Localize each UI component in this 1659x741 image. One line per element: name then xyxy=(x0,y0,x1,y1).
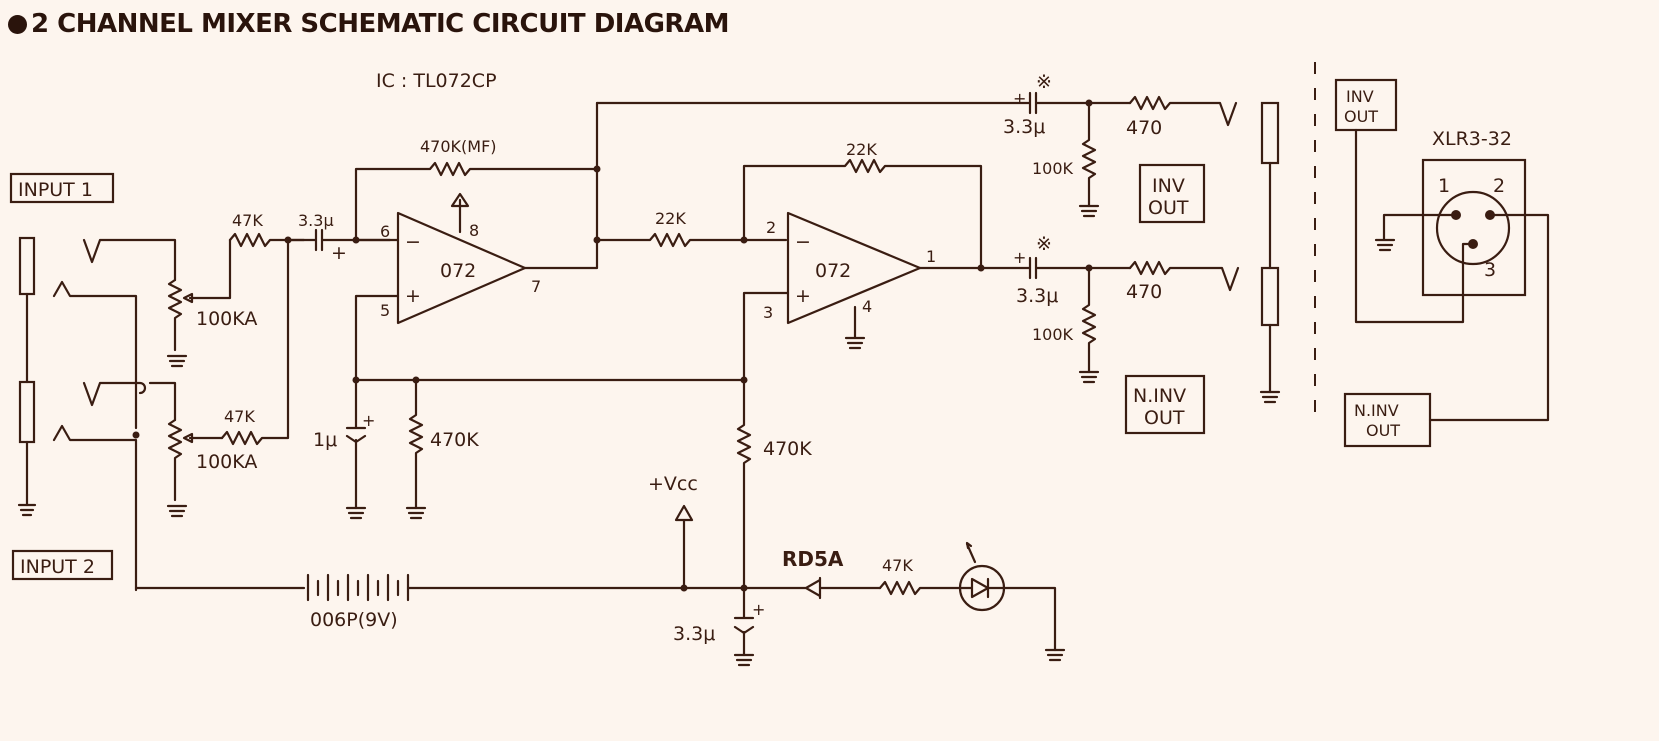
svg-text:OUT: OUT xyxy=(1344,107,1378,126)
capacitor-in: 3.3μ + xyxy=(286,211,392,264)
svg-text:+: + xyxy=(1013,89,1026,108)
svg-text:※: ※ xyxy=(1036,233,1052,255)
svg-text:22K: 22K xyxy=(655,209,686,228)
led xyxy=(958,541,1066,662)
opamp-u2: 072 − + 2 3 1 4 xyxy=(742,211,1032,382)
battery-9v: 006P(9V) xyxy=(134,573,746,631)
resistor-mid: 22K xyxy=(595,209,788,248)
svg-text:+: + xyxy=(1013,248,1026,267)
conn-ninv-out-label: N.INV OUT xyxy=(1343,392,1432,448)
zener-diode: RD5A xyxy=(742,547,882,600)
page-title: 2 CHANNEL MIXER SCHEMATIC CIRCUIT DIAGRA… xyxy=(31,9,729,39)
resistor-bias-1: 470K xyxy=(405,378,479,520)
svg-text:N.INV: N.INV xyxy=(1133,385,1186,407)
svg-text:INV: INV xyxy=(1152,175,1185,197)
svg-text:072: 072 xyxy=(815,260,851,282)
svg-text:100K: 100K xyxy=(1032,325,1074,344)
resistor-feedback-2: 22K xyxy=(742,140,983,270)
svg-text:+: + xyxy=(405,285,421,307)
svg-text:470: 470 xyxy=(1126,281,1162,303)
resistor-feedback-1: 470K(MF) xyxy=(354,137,599,242)
svg-text:INPUT 2: INPUT 2 xyxy=(20,556,95,578)
capacitor-supply: 3.3μ + xyxy=(673,586,765,667)
svg-text:006P(9V): 006P(9V) xyxy=(310,609,398,631)
xlr-label: XLR3-32 xyxy=(1432,128,1512,150)
svg-text:+: + xyxy=(362,411,375,430)
title-row: 2 CHANNEL MIXER SCHEMATIC CIRCUIT DIAGRA… xyxy=(8,4,729,44)
svg-text:470K: 470K xyxy=(430,429,479,451)
output-inv-path: + ※ 3.3μ 470 100K xyxy=(595,71,1238,218)
vcc-terminal: +Vcc xyxy=(648,473,698,590)
svg-text:−: − xyxy=(795,231,811,253)
svg-text:100KA: 100KA xyxy=(196,308,257,330)
svg-text:22K: 22K xyxy=(846,140,877,159)
ic-note: IC : TL072CP xyxy=(376,70,497,92)
svg-text:100K: 100K xyxy=(1032,159,1074,178)
svg-text:OUT: OUT xyxy=(1144,407,1185,429)
svg-text:072: 072 xyxy=(440,260,476,282)
input-1-label: INPUT 1 xyxy=(9,172,115,204)
svg-text:1: 1 xyxy=(1438,175,1450,197)
svg-text:N.INV: N.INV xyxy=(1354,401,1399,420)
svg-text:3.3μ: 3.3μ xyxy=(298,211,334,230)
svg-text:4: 4 xyxy=(862,297,872,316)
svg-text:−: − xyxy=(405,231,421,253)
svg-text:1μ: 1μ xyxy=(313,429,337,451)
svg-text:1: 1 xyxy=(926,247,936,266)
svg-text:INPUT 1: INPUT 1 xyxy=(18,179,93,201)
svg-text:OUT: OUT xyxy=(1366,421,1400,440)
svg-text:47K: 47K xyxy=(224,407,255,426)
svg-text:3.3μ: 3.3μ xyxy=(1003,116,1045,138)
conn-inv-out-label: INV OUT xyxy=(1334,78,1398,132)
capacitor-bias: 1μ + xyxy=(313,378,375,520)
inv-out-label: INV OUT xyxy=(1138,163,1206,224)
svg-text:+: + xyxy=(795,285,811,307)
svg-text:5: 5 xyxy=(380,301,390,320)
xlr-connector: 1 2 3 xyxy=(1354,128,1550,422)
svg-text:47K: 47K xyxy=(232,211,263,230)
ninv-out-label: N.INV OUT xyxy=(1124,374,1206,435)
jack-output xyxy=(1259,101,1281,404)
svg-text:8: 8 xyxy=(469,221,479,240)
svg-text:+: + xyxy=(752,600,765,619)
svg-text:47K: 47K xyxy=(882,556,913,575)
svg-text:2: 2 xyxy=(766,218,776,237)
resistor-bias-2: 470K xyxy=(736,378,812,590)
svg-text:INV: INV xyxy=(1346,87,1374,106)
svg-text:+: + xyxy=(331,242,347,264)
svg-text:RD5A: RD5A xyxy=(782,547,844,571)
svg-text:3: 3 xyxy=(1484,259,1496,281)
svg-text:2: 2 xyxy=(1493,175,1505,197)
svg-text:470K(MF): 470K(MF) xyxy=(420,137,497,156)
svg-text:3.3μ: 3.3μ xyxy=(1016,285,1058,307)
svg-text:7: 7 xyxy=(531,277,541,296)
jack-input-1 xyxy=(17,236,177,592)
svg-text:3: 3 xyxy=(763,303,773,322)
pot-2: 100KA xyxy=(166,418,257,518)
resistor-in-2: 47K xyxy=(220,238,290,446)
svg-text:470: 470 xyxy=(1126,117,1162,139)
resistor-led: 47K xyxy=(878,556,962,596)
svg-text:+Vcc: +Vcc xyxy=(648,473,698,495)
svg-text:100KA: 100KA xyxy=(196,451,257,473)
output-ninv-path: + ※ 3.3μ 470 100K xyxy=(1013,233,1240,384)
svg-text:470K: 470K xyxy=(763,438,812,460)
resistor-in-1: 47K xyxy=(228,211,306,248)
title-bullet-icon xyxy=(8,14,27,34)
pot-1: 100KA xyxy=(166,238,257,368)
opamp-u1: 072 − + 6 5 7 8 xyxy=(354,101,599,382)
input-2-label: INPUT 2 xyxy=(11,549,114,581)
svg-text:3.3μ: 3.3μ xyxy=(673,623,715,645)
svg-text:6: 6 xyxy=(380,222,390,241)
svg-text:※: ※ xyxy=(1036,71,1052,93)
svg-text:OUT: OUT xyxy=(1148,197,1189,219)
